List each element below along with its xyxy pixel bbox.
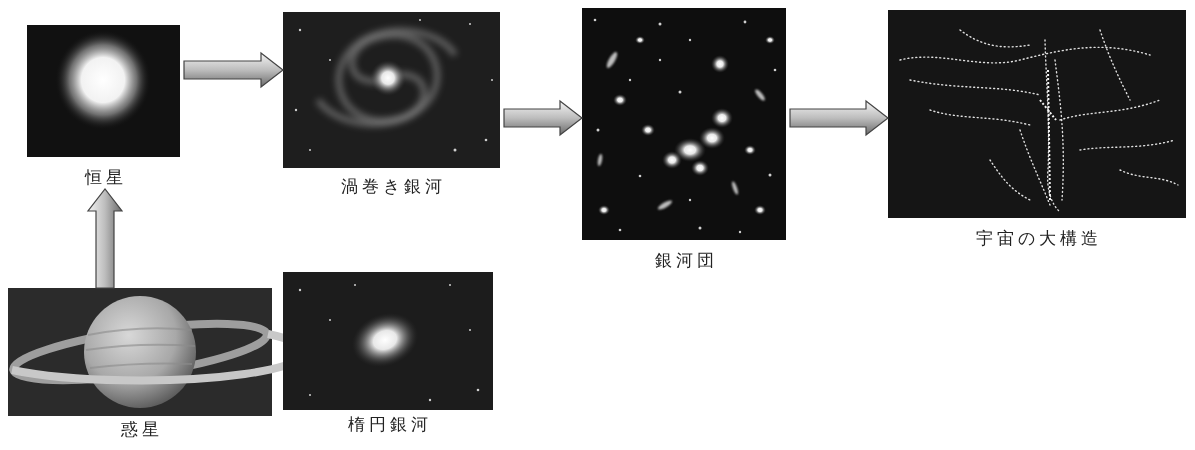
photo-caption: 惑星 <box>8 419 276 441</box>
spiral-galaxy-photo <box>283 12 500 168</box>
photo-area <box>27 25 184 167</box>
photo-area <box>8 288 276 419</box>
block-arrow <box>88 189 122 288</box>
photo-area <box>582 8 790 250</box>
photo-area <box>888 10 1190 228</box>
photo-caption: 銀河団 <box>582 250 790 272</box>
photo-caption: 恒星 <box>27 167 184 189</box>
block-arrow <box>184 53 283 87</box>
photo-area <box>283 12 504 176</box>
elliptical-galaxy-photo <box>283 272 493 410</box>
photo-caption: 楕円銀河 <box>283 414 497 436</box>
large-scale-structure-photo <box>888 10 1186 218</box>
photo-node: 宇宙の大構造 <box>888 10 1190 250</box>
photo-node: 恒星 <box>27 25 184 189</box>
star-photo <box>27 25 180 157</box>
photo-area <box>283 272 497 414</box>
photo-node: 渦巻き銀河 <box>283 12 504 198</box>
photo-node: 銀河団 <box>582 8 790 272</box>
photo-node: 惑星 <box>8 288 276 441</box>
photo-node: 楕円銀河 <box>283 272 497 436</box>
planet-photo <box>8 288 305 416</box>
photo-caption: 渦巻き銀河 <box>283 176 504 198</box>
galaxy-cluster-photo <box>582 8 786 240</box>
block-arrow <box>504 101 582 135</box>
photo-caption: 宇宙の大構造 <box>888 228 1190 250</box>
block-arrow <box>790 101 888 135</box>
